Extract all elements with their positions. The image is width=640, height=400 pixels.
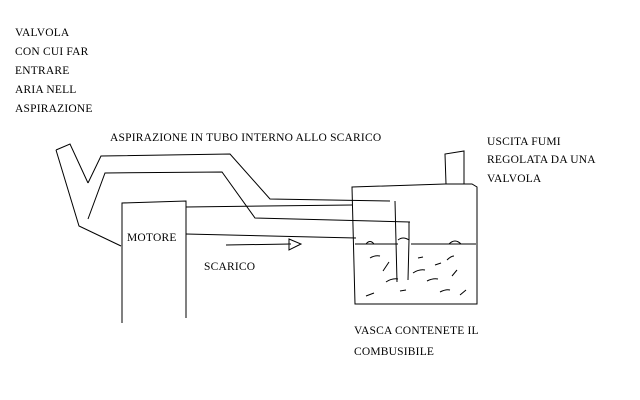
fuel-marks [365, 255, 467, 297]
intake-pipe-label: ASPIRAZIONE IN TUBO INTERNO ALLO SCARICO [110, 132, 381, 144]
exhaust-valve-label-line: REGOLATA DA UNA [487, 154, 596, 166]
intake-valve-label-line: ENTRARE [15, 65, 69, 77]
intake-valve-label: VALVOLA CON CUI FAR ENTRARE ARIA NELL AS… [15, 27, 93, 115]
exhaust-pipe-upper [185, 204, 353, 208]
tank [351, 183, 478, 305]
intake-valve-label-line: CON CUI FAR [15, 46, 89, 58]
intake-valve-label-line: ARIA NELL [15, 84, 77, 96]
exhaust-valve-label-line: USCITA FUMI [487, 136, 561, 148]
exhaust-pipe-lower [185, 233, 357, 239]
intake-valve-inlet [55, 143, 89, 184]
engine-label: MOTORE [127, 232, 177, 244]
engine-block [121, 200, 187, 323]
intake-pipe-upper [87, 153, 391, 202]
intake-pipe-lower [87, 171, 411, 223]
intake-valve-label-line: VALVOLA [15, 27, 70, 39]
exhaust-valve-label-line: VALVOLA [487, 173, 542, 185]
intake-valve-label-line: ASPIRAZIONE [15, 103, 93, 115]
tank-label-line: COMBUSIBILE [354, 346, 434, 358]
surface-bubbles [365, 240, 462, 245]
tank-label: VASCA CONTENETE IL COMBUSIBILE [354, 325, 479, 358]
intake-tube-in-tank [394, 200, 410, 283]
tank-label-line: VASCA CONTENETE IL [354, 325, 479, 337]
exhaust-arrow [225, 238, 303, 251]
exhaust-label: SCARICO [204, 261, 255, 273]
exhaust-valve-label: USCITA FUMI REGOLATA DA UNA VALVOLA [487, 136, 596, 185]
exhaust-chimney [444, 150, 465, 185]
intake-valve-outlet [55, 149, 122, 247]
